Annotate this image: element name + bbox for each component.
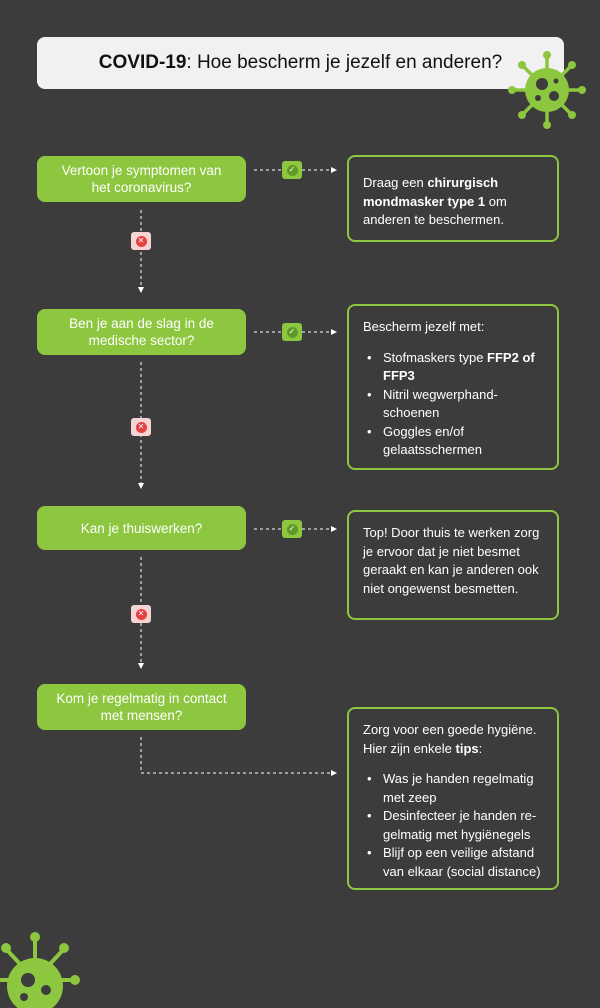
answer-box-home-work: Top! Door thuis te werken zorg je ervoor…: [347, 510, 559, 620]
no-badge: ✕: [131, 418, 151, 436]
cross-icon: ✕: [135, 235, 147, 247]
answer-intro: Zorg voor een goede hygiëne. Hier zijn e…: [363, 722, 537, 756]
list-item: Nitril wegwerphand-schoenen: [363, 386, 545, 423]
virus-icon: [508, 51, 586, 129]
check-icon: ✓: [286, 523, 298, 535]
protection-list: Stofmaskers type FFP2 of FFP3 Nitril weg…: [363, 349, 545, 460]
list-item: Was je handen regelmatig met zeep: [363, 770, 545, 807]
check-icon: ✓: [286, 326, 298, 338]
yes-badge: ✓: [282, 161, 302, 179]
question-symptoms: Vertoon je symptomen van het coronavirus…: [37, 156, 246, 202]
cross-icon: ✕: [135, 421, 147, 433]
yes-badge: ✓: [282, 323, 302, 341]
hygiene-tips-list: Was je handen regelmatig met zeep Desinf…: [363, 770, 545, 881]
answer-box-protection: Bescherm jezelf met: Stofmaskers type FF…: [347, 304, 559, 470]
no-badge: ✕: [131, 232, 151, 250]
answer-box-hygiene: Zorg voor een goede hygiëne. Hier zijn e…: [347, 707, 559, 890]
yes-badge: ✓: [282, 520, 302, 538]
no-badge: ✕: [131, 605, 151, 623]
page-title: COVID-19: Hoe bescherm je jezelf en ande…: [37, 37, 564, 89]
question-medical-sector: Ben je aan de slag in de medische sector…: [37, 309, 246, 355]
question-contact-people: Kom je regelmatig in contact met mensen?: [37, 684, 246, 730]
answer-box-mask: Draag een chirurgisch mondmasker type 1 …: [347, 155, 559, 242]
check-icon: ✓: [286, 164, 298, 176]
question-work-from-home: Kan je thuiswerken?: [37, 506, 246, 550]
list-item: Blijf op een veilige afstand van elkaar …: [363, 844, 545, 881]
list-item: Stofmaskers type FFP2 of FFP3: [363, 349, 545, 386]
list-item: Goggles en/of gelaatsschermen: [363, 423, 545, 460]
virus-icon: [0, 932, 80, 1008]
cross-icon: ✕: [135, 608, 147, 620]
answer-intro: Bescherm jezelf met:: [363, 319, 485, 334]
list-item: Desinfecteer je handen re-gelmatig met h…: [363, 807, 545, 844]
